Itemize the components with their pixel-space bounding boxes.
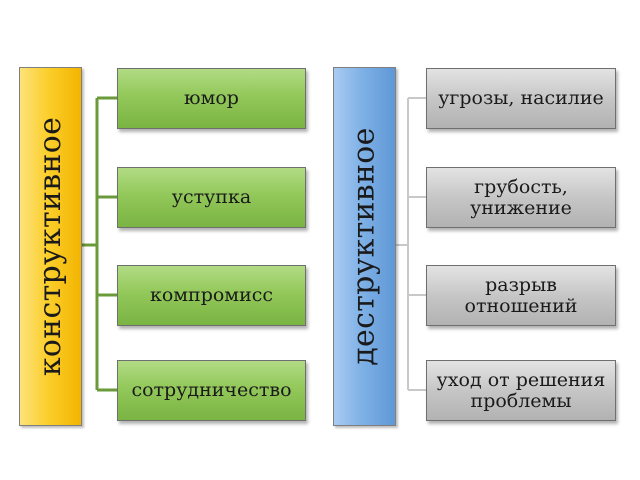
destructive-header: деструктивное <box>333 67 396 426</box>
destructive-item-threats: угрозы, насилие <box>426 68 616 129</box>
destructive-item-label: уход от решения проблемы <box>436 368 606 412</box>
destructive-item-label: разрыв отношений <box>464 273 578 317</box>
constructive-item-label: компромисс <box>149 284 274 306</box>
constructive-item-label: сотрудничество <box>131 379 292 401</box>
left-connectors <box>81 96 117 392</box>
destructive-header-label: деструктивное <box>347 127 383 366</box>
constructive-item-label: уступка <box>171 186 252 208</box>
constructive-item-cooperation: сотрудничество <box>117 360 306 421</box>
constructive-item-label: юмор <box>184 87 239 109</box>
right-connectors <box>395 97 426 391</box>
destructive-item-rudeness: грубость, унижение <box>426 167 616 228</box>
constructive-header-label: конструктивное <box>33 116 68 377</box>
constructive-item-compromise: компромисс <box>117 265 306 326</box>
constructive-header: конструктивное <box>19 67 82 426</box>
constructive-item-concession: уступка <box>117 167 306 228</box>
destructive-item-breakup: разрыв отношений <box>426 265 616 326</box>
constructive-item-humor: юмор <box>117 68 306 129</box>
destructive-item-label: грубость, унижение <box>470 175 572 219</box>
destructive-item-avoidance: уход от решения проблемы <box>426 360 616 421</box>
destructive-item-label: угрозы, насилие <box>438 87 604 109</box>
